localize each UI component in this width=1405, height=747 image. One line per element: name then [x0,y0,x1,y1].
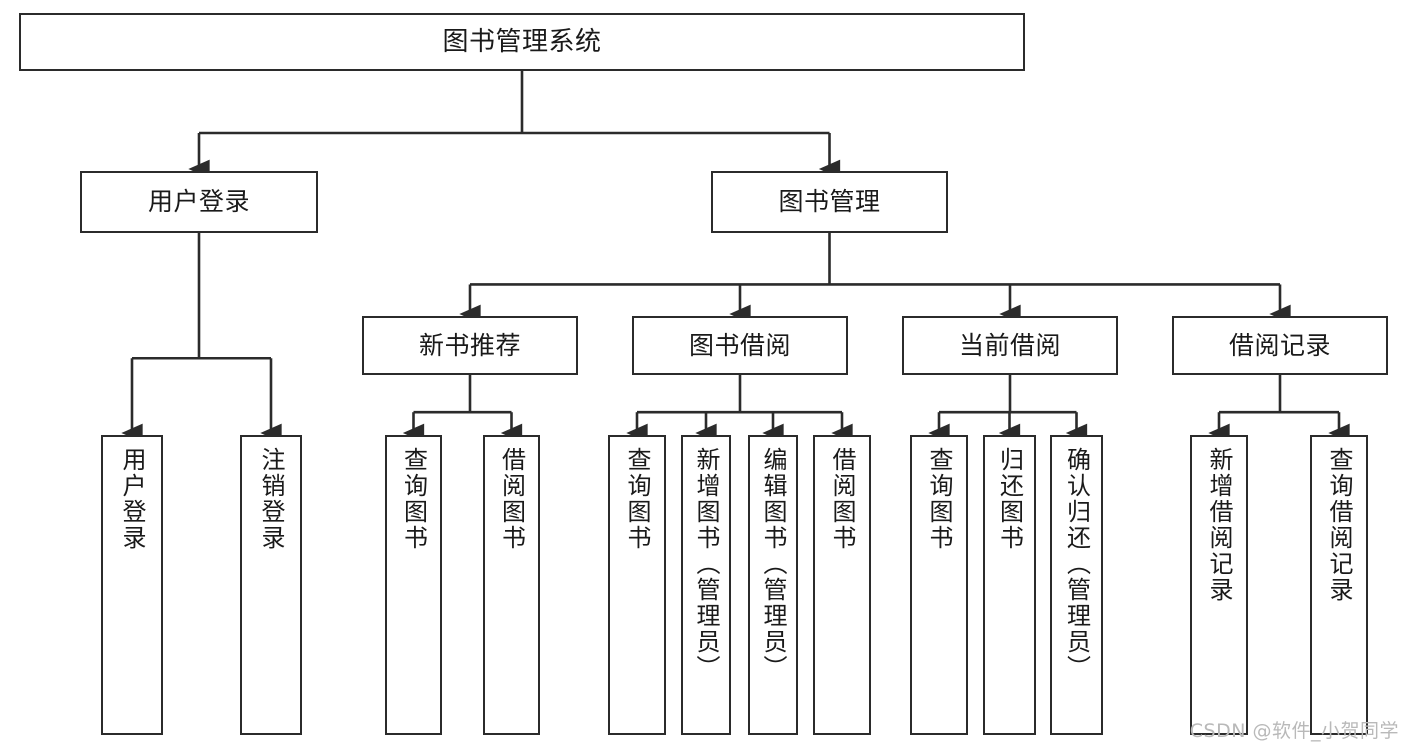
node-new-book-recommendation[interactable]: 新书推荐 [362,316,578,375]
leaf-borrow-borrow-book[interactable]: 借阅图书 [813,435,871,735]
node-label: 图书借阅 [688,330,791,360]
node-label: 查询图书 [925,447,953,551]
leaf-borrow-query-book[interactable]: 查询图书 [608,435,666,735]
leaf-record-add-borrow-record[interactable]: 新增借阅记录 [1190,435,1248,735]
node-label: 新书推荐 [418,330,521,360]
leaf-borrow-add-book-admin[interactable]: 新增图书（管理员） [681,435,731,735]
node-label: 图书管理 [778,187,881,217]
leaf-borrow-edit-book-admin[interactable]: 编辑图书（管理员） [748,435,798,735]
csdn-watermark: CSDN @软件_小贺同学 [1189,720,1399,742]
node-label: 注销登录 [257,447,285,551]
node-label: 归还图书 [995,447,1024,551]
node-borrowing-records[interactable]: 借阅记录 [1172,316,1388,375]
node-label: 编辑图书（管理员） [759,447,787,681]
node-current-borrowing[interactable]: 当前借阅 [902,316,1118,375]
leaf-recommend-query-book[interactable]: 查询图书 [385,435,442,735]
node-label: 新增借阅记录 [1205,447,1233,603]
node-label: 当前借阅 [958,330,1061,360]
leaf-record-query-borrow-record[interactable]: 查询借阅记录 [1310,435,1368,735]
node-label: 新增图书（管理员） [692,447,720,681]
node-label: 确认归还（管理员） [1062,447,1091,681]
node-label: 查询图书 [399,447,428,551]
leaf-current-return-book[interactable]: 归还图书 [983,435,1036,735]
leaf-current-confirm-return-admin[interactable]: 确认归还（管理员） [1050,435,1103,735]
node-label: 借阅记录 [1228,330,1331,360]
node-label: 借阅图书 [828,447,856,551]
node-label: 用户登录 [147,187,250,217]
node-label: 借阅图书 [497,447,526,551]
leaf-recommend-borrow-book[interactable]: 借阅图书 [483,435,540,735]
node-book-management[interactable]: 图书管理 [711,171,948,233]
leaf-current-query-book[interactable]: 查询图书 [910,435,968,735]
node-label: 用户登录 [118,447,146,551]
node-book-borrowing[interactable]: 图书借阅 [632,316,848,375]
node-label: 查询借阅记录 [1325,447,1353,603]
node-label: 查询图书 [623,447,651,551]
node-label: 图书管理系统 [442,26,602,57]
node-root-book-management-system[interactable]: 图书管理系统 [19,13,1025,71]
node-user-login[interactable]: 用户登录 [80,171,318,233]
leaf-logout[interactable]: 注销登录 [240,435,302,735]
leaf-user-login[interactable]: 用户登录 [101,435,163,735]
